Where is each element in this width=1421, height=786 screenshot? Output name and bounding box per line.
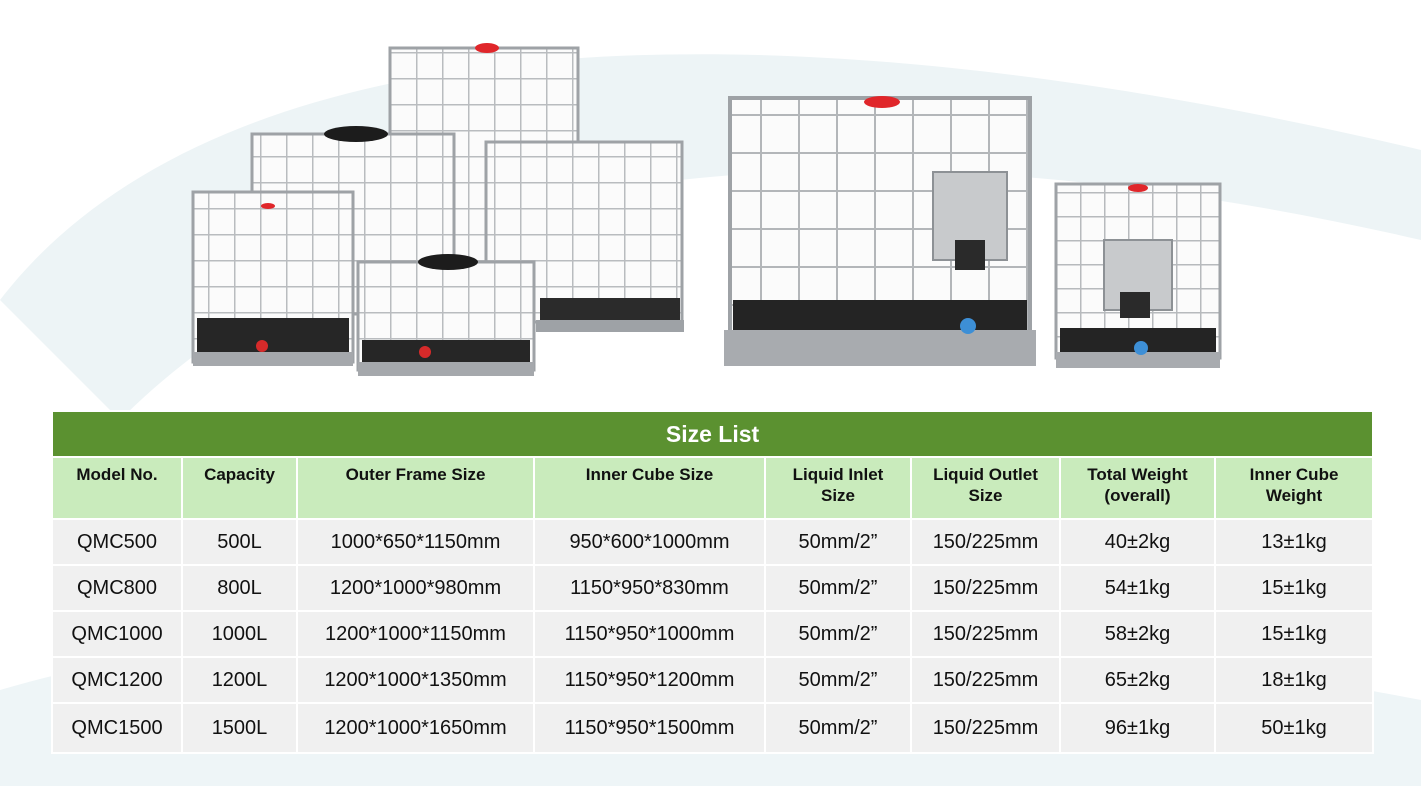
table-cell: 58±2kg	[1059, 610, 1216, 658]
table-cell: 50mm/2”	[764, 656, 912, 704]
table-cell: 65±2kg	[1059, 656, 1216, 704]
table-cell: 800L	[181, 564, 298, 612]
table-cell: 150/225mm	[910, 702, 1061, 754]
column-header: Total Weight (overall)	[1059, 456, 1216, 520]
column-header-label: Outer Frame Size	[345, 465, 486, 484]
column-header: Capacity	[181, 456, 298, 520]
table-cell: QMC1000	[51, 610, 183, 658]
table-cell: QMC800	[51, 564, 183, 612]
table-cell: 150/225mm	[910, 610, 1061, 658]
table-cell: QMC500	[51, 518, 183, 566]
column-header-label: (overall)	[1104, 486, 1171, 505]
table-cell: 1150*950*1500mm	[533, 702, 766, 754]
table-cell: 1000L	[181, 610, 298, 658]
column-header-label: Weight	[1265, 486, 1323, 505]
table-cell: 50±1kg	[1213, 702, 1375, 754]
column-header-label: Inner Cube	[1249, 465, 1339, 484]
table-cell: 50mm/2”	[764, 610, 912, 658]
table-cell: 50mm/2”	[764, 702, 912, 754]
table-cell: 18±1kg	[1213, 656, 1375, 704]
table-cell: 1150*950*830mm	[533, 564, 766, 612]
table-cell: QMC1500	[51, 702, 183, 754]
table-cell: 1200*1000*1650mm	[296, 702, 535, 754]
column-header-label: Liquid Inlet	[792, 465, 884, 484]
table-header-row: Model No. Capacity Outer Frame Size Inner C…	[51, 456, 1375, 520]
table-cell: 13±1kg	[1213, 518, 1375, 566]
table-cell: 150/225mm	[910, 564, 1061, 612]
column-header-label: Liquid Outlet	[933, 465, 1038, 484]
table-cell: 1200*1000*1350mm	[296, 656, 535, 704]
table-cell: 1150*950*1000mm	[533, 610, 766, 658]
table-cell: 1500L	[181, 702, 298, 754]
table-cell: 150/225mm	[910, 518, 1061, 566]
table-cell: 54±1kg	[1059, 564, 1216, 612]
ibc-tote-group-photo-icon	[191, 43, 684, 376]
table-cell: 40±2kg	[1059, 518, 1216, 566]
table-cell: 50mm/2”	[764, 564, 912, 612]
table-cell: 1200*1000*1150mm	[296, 610, 535, 658]
table-cell: 1200L	[181, 656, 298, 704]
table-cell: 15±1kg	[1213, 564, 1375, 612]
table-cell: 1000*650*1150mm	[296, 518, 535, 566]
column-header-label: Capacity	[204, 465, 275, 484]
column-header: Inner Cube Size	[533, 456, 766, 520]
table-cell: 150/225mm	[910, 656, 1061, 704]
size-list-table: Size List Model No. Capacity Outer Frame S…	[50, 410, 1375, 754]
ibc-tote-large-photo-icon	[724, 96, 1036, 366]
column-header-label: Inner Cube Size	[585, 465, 714, 484]
table-cell: QMC1200	[51, 656, 183, 704]
table-cell: 500L	[181, 518, 298, 566]
column-header: Outer Frame Size	[296, 456, 535, 520]
column-header: Model No.	[51, 456, 183, 520]
column-header-label: Total Weight	[1087, 465, 1188, 484]
table-cell: 1200*1000*980mm	[296, 564, 535, 612]
column-header-label: Size	[968, 486, 1003, 505]
table-cell: 96±1kg	[1059, 702, 1216, 754]
column-header-label: Size	[820, 486, 856, 505]
product-photos	[191, 43, 1222, 376]
table-cell: 15±1kg	[1213, 610, 1375, 658]
column-header-label: Model No.	[76, 465, 158, 484]
ibc-tote-small-photo-icon	[1054, 182, 1222, 368]
table-title: Size List	[50, 410, 1375, 458]
table-cell: 50mm/2”	[764, 518, 912, 566]
table-cell: 1150*950*1200mm	[533, 656, 766, 704]
table-cell: 950*600*1000mm	[533, 518, 766, 566]
